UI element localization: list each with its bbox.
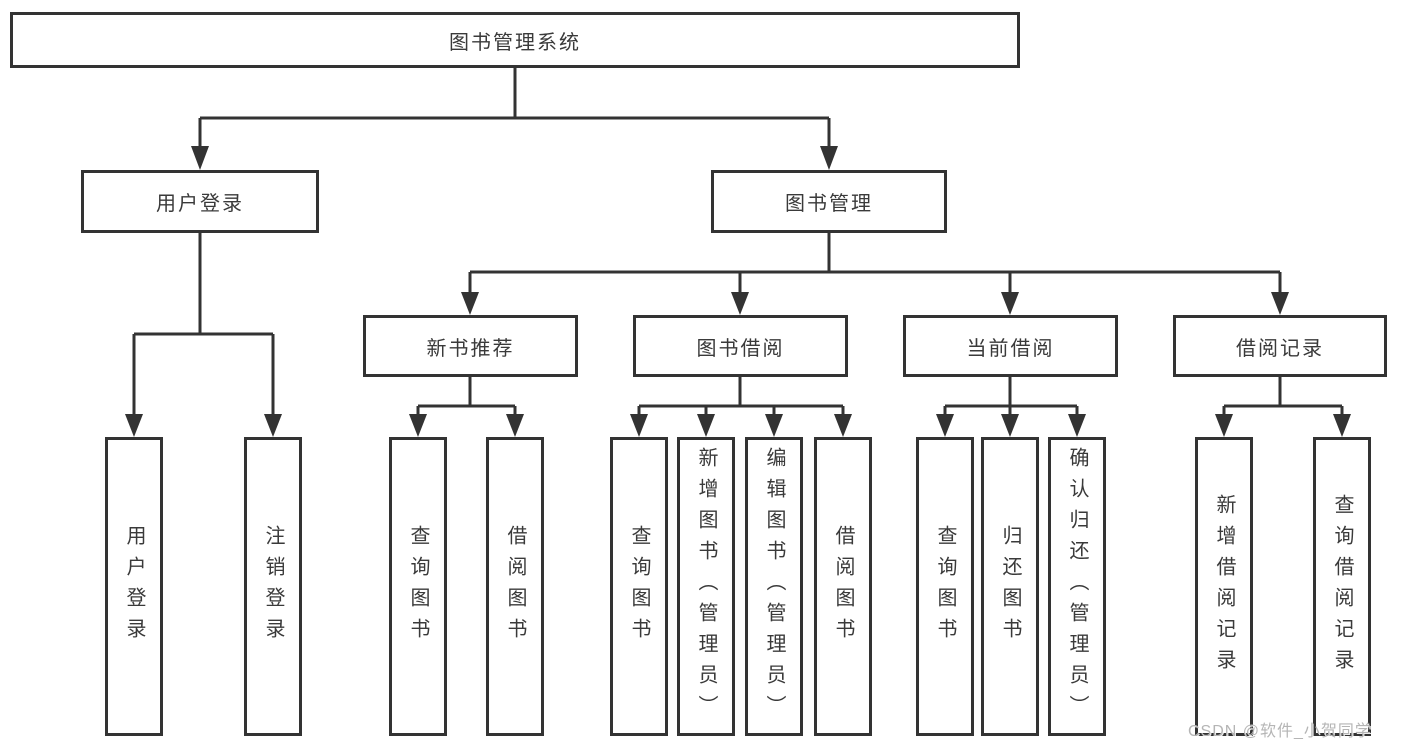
node-label: 用户登录 (156, 193, 244, 215)
node-label: 查询图书 (934, 524, 956, 649)
leaf-user-login: 用户登录 (105, 437, 163, 736)
node-label: 编辑图书（管理员） (763, 447, 785, 726)
node-label: 确认归还（管理员） (1066, 447, 1088, 726)
node-label: 用户登录 (123, 524, 145, 649)
node-label: 注销登录 (262, 524, 284, 649)
node-label: 图书管理 (785, 193, 873, 215)
node-label: 归还图书 (999, 524, 1021, 649)
leaf-edit-book-admin: 编辑图书（管理员） (745, 437, 803, 736)
leaf-return-book: 归还图书 (981, 437, 1039, 736)
arrowhead (765, 414, 783, 437)
csdn-watermark: CSDN @软件_小贺同学 (1188, 723, 1372, 740)
node-label: 图书管理系统 (449, 31, 581, 54)
node-label: 图书借阅 (696, 337, 785, 360)
arrowhead (264, 414, 282, 437)
arrowhead (409, 414, 427, 437)
arrowhead (1001, 292, 1019, 315)
node-label: 查询图书 (628, 524, 650, 649)
arrowhead (936, 414, 954, 437)
node-label: 新增图书（管理员） (695, 447, 717, 726)
node-label: 当前借阅 (966, 337, 1055, 360)
leaf-add-borrow-record: 新增借阅记录 (1195, 437, 1253, 736)
arrowhead (191, 146, 209, 170)
leaf-borrow-book: 借阅图书 (814, 437, 872, 736)
node-root: 图书管理系统 (10, 12, 1020, 68)
leaf-query-book-current: 查询图书 (916, 437, 974, 736)
arrowhead (697, 414, 715, 437)
node-label: 借阅图书 (832, 524, 854, 649)
leaf-logout: 注销登录 (244, 437, 302, 736)
node-label: 借阅图书 (504, 524, 526, 649)
arrowhead (506, 414, 524, 437)
arrowhead (731, 292, 749, 315)
leaf-borrow-book-recommend: 借阅图书 (486, 437, 544, 736)
node-borrow-records: 借阅记录 (1173, 315, 1387, 377)
leaf-query-book-recommend: 查询图书 (389, 437, 447, 736)
arrowhead (1068, 414, 1086, 437)
arrowhead (125, 414, 143, 437)
arrowhead (1001, 414, 1019, 437)
node-label: 查询图书 (407, 524, 429, 649)
arrowhead (461, 292, 479, 315)
node-current-borrowing: 当前借阅 (903, 315, 1118, 377)
arrowhead (834, 414, 852, 437)
node-book-borrowing: 图书借阅 (633, 315, 848, 377)
arrowhead (1333, 414, 1351, 437)
leaf-query-book-borrow: 查询图书 (610, 437, 668, 736)
arrowhead (1271, 292, 1289, 315)
leaf-confirm-return-admin: 确认归还（管理员） (1048, 437, 1106, 736)
arrowhead (820, 146, 838, 170)
node-label: 借阅记录 (1236, 337, 1324, 360)
node-label: 查询借阅记录 (1331, 493, 1353, 680)
node-label: 新增借阅记录 (1213, 493, 1235, 680)
node-book-management: 图书管理 (711, 170, 947, 233)
arrowhead (1215, 414, 1233, 437)
leaf-add-book-admin: 新增图书（管理员） (677, 437, 735, 736)
node-user-login: 用户登录 (81, 170, 319, 233)
node-label: 新书推荐 (426, 337, 515, 360)
node-new-book-recommend: 新书推荐 (363, 315, 578, 377)
leaf-query-borrow-record: 查询借阅记录 (1313, 437, 1371, 736)
arrowhead (630, 414, 648, 437)
